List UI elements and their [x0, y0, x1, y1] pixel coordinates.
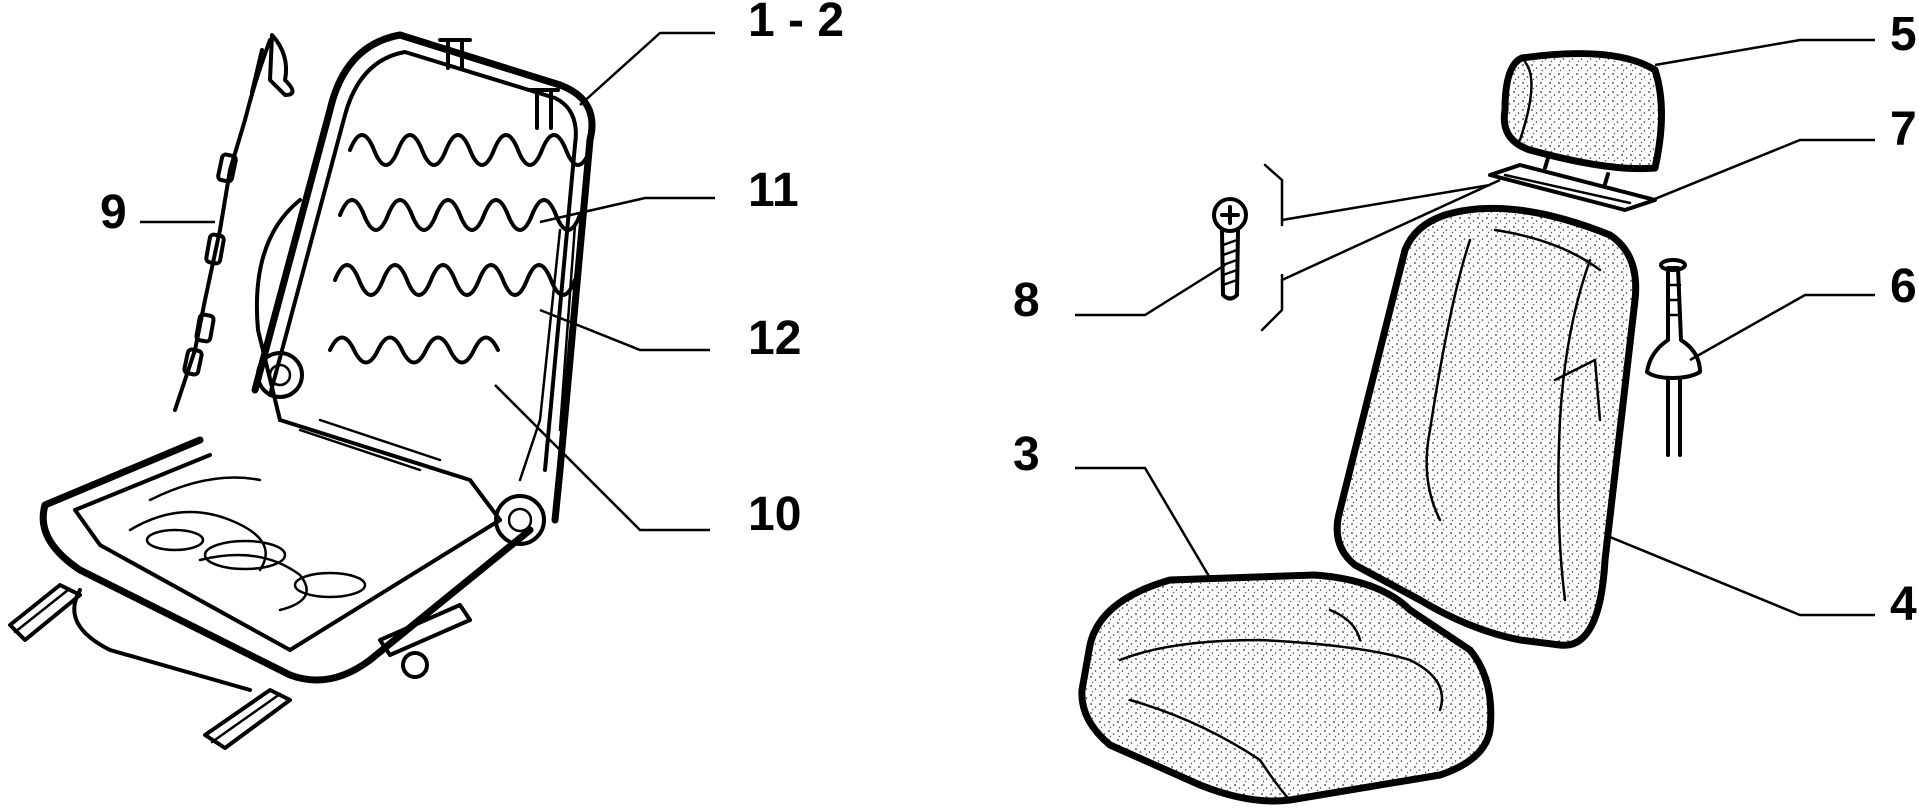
callout-9: 9: [100, 186, 127, 239]
screw-shank: [1220, 228, 1240, 301]
leader-3: [1075, 466, 1212, 579]
leader-5: [1654, 38, 1875, 67]
spring-lower: [333, 263, 577, 297]
leader-lines: [140, 31, 1875, 617]
seat-rail-left: [8, 583, 82, 642]
upholstery-drawing: [1078, 50, 1702, 805]
backrest-cushion: [1333, 204, 1640, 649]
leader-1-2: [579, 31, 715, 106]
callout-8: 8: [1013, 274, 1040, 327]
callout-5: 5: [1890, 8, 1917, 61]
leader-4: [1604, 533, 1875, 617]
callout-3: 3: [1013, 428, 1040, 481]
callout-12: 12: [748, 312, 801, 365]
callout-4: 4: [1890, 578, 1917, 631]
screw-head: [1212, 197, 1248, 233]
leader-8: [1075, 263, 1226, 317]
seat-cushion: [1078, 571, 1495, 805]
callout-11: 11: [748, 164, 799, 217]
backrest-frame: [251, 31, 596, 524]
headrest-pad: [1500, 50, 1665, 173]
seat-rail-right: [203, 688, 292, 750]
leader-11: [539, 196, 715, 224]
recliner-hinge-right: [494, 494, 546, 546]
recliner-hinge-left: [256, 351, 304, 399]
adjuster-bar: [72, 588, 252, 692]
callout-labels: 1 - 2 11 12 10 9 5 7 6 8 3 4: [100, 0, 1917, 631]
leader-10: [494, 384, 710, 532]
rivet: [1645, 266, 1702, 380]
seat-pan-frame: [39, 436, 534, 684]
spring-middle: [338, 198, 582, 232]
release-cable: [173, 38, 272, 412]
spring-upper: [348, 133, 592, 167]
callout-10: 10: [748, 488, 801, 541]
leader-7: [1639, 138, 1875, 207]
callout-6: 6: [1890, 260, 1917, 313]
callout-1-2: 1 - 2: [748, 0, 844, 47]
seat-frame-drawing: [8, 31, 596, 750]
leader-12: [539, 308, 710, 352]
callout-7: 7: [1890, 103, 1917, 156]
leader-6: [1689, 293, 1875, 362]
